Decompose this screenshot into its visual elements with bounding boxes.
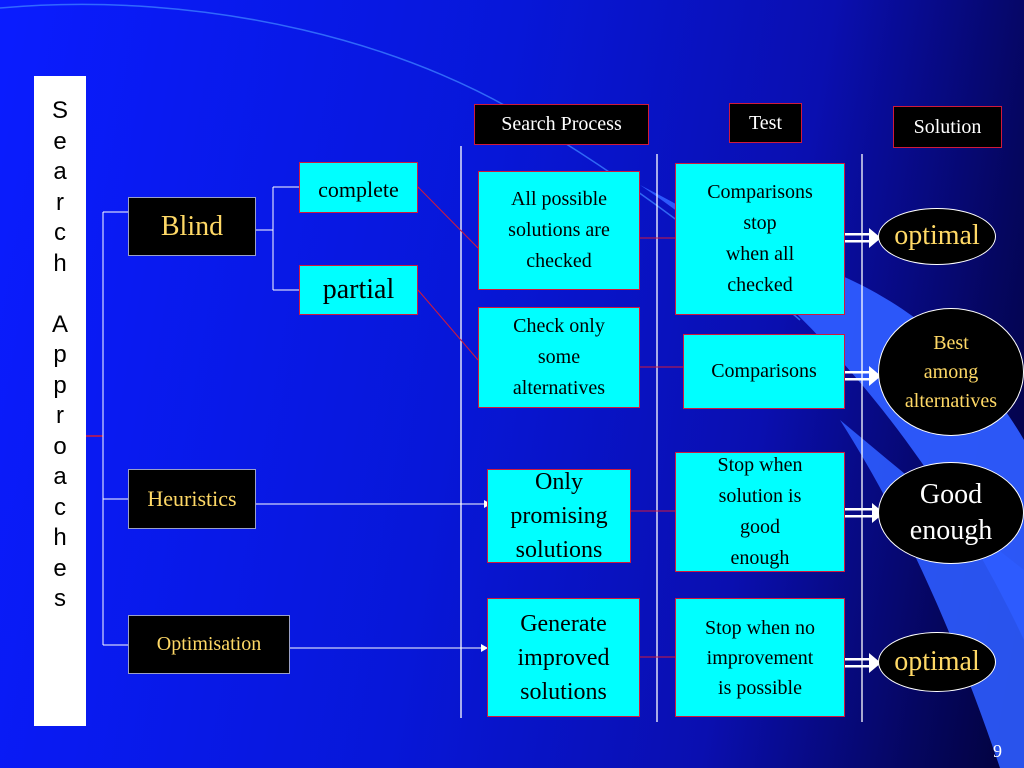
title-letter (57, 279, 64, 310)
link-complete-to-all (417, 186, 479, 249)
title-letter: A (51, 310, 68, 338)
title-letter: c (54, 219, 66, 246)
title-letter: h (53, 524, 67, 551)
title-letter: s (54, 585, 66, 612)
link-partial-to-check (417, 289, 479, 361)
title-letter: S (51, 97, 68, 124)
title-letter: o (53, 432, 67, 460)
process-all-possible: All possible solutions are checked (478, 171, 640, 290)
solution-optimal-2: optimal (878, 632, 996, 692)
process-generate-improved: Generate improved solutions (487, 598, 640, 717)
arrow-to-optimal-2 (845, 653, 881, 673)
header-test: Test (729, 103, 802, 143)
title-letter: a (53, 463, 67, 490)
arrow-to-optimal-1 (845, 228, 881, 248)
title-letter: r (56, 402, 64, 429)
approach-heuristics: Heuristics (128, 469, 256, 529)
test-comparisons-stop: Comparisons stop when all checked (675, 163, 845, 315)
title-letter: p (53, 371, 67, 399)
solution-optimal-1: optimal (878, 208, 996, 265)
header-solution: Solution (893, 106, 1002, 148)
header-search-process: Search Process (474, 104, 649, 145)
process-only-promising: Only promising solutions (487, 469, 631, 563)
test-comparisons: Comparisons (683, 334, 845, 409)
title-letter: e (53, 554, 67, 582)
title-letter: h (53, 249, 67, 277)
title-letter: c (54, 493, 66, 521)
test-stop-no-improvement: Stop when no improvement is possible (675, 598, 845, 717)
approach-optimisation: Optimisation (128, 615, 290, 674)
process-check-only: Check only some alternatives (478, 307, 640, 408)
blind-partial: partial (299, 265, 418, 315)
test-stop-good: Stop when solution is good enough (675, 452, 845, 572)
title-letter: r (56, 188, 64, 216)
title-letter: p (53, 341, 67, 368)
page-number: 9 (993, 741, 1002, 761)
arrow-to-best-among (845, 366, 881, 386)
title-letter: e (53, 127, 67, 155)
blind-complete: complete (299, 162, 418, 213)
solution-best-among: Best among alternatives (878, 308, 1024, 436)
approach-blind: Blind (128, 197, 256, 256)
arrow-optimisation-head (481, 644, 488, 652)
solution-good-enough: Good enough (878, 462, 1024, 564)
title-letter: a (53, 158, 67, 185)
